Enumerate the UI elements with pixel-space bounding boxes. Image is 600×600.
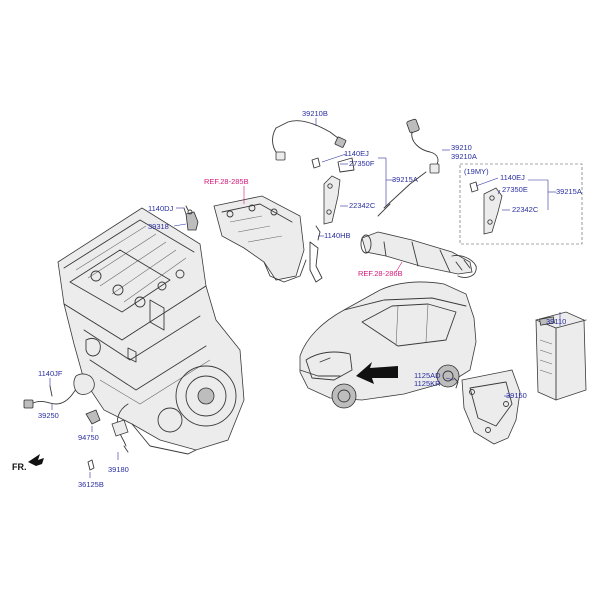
part-1140hb-label[interactable]: 1140HB (324, 231, 351, 240)
catalytic-converter (360, 231, 477, 278)
vehicle-illustration (299, 281, 477, 409)
front-arrow-icon (28, 454, 44, 466)
part-27350e-label[interactable]: 27350E (502, 185, 528, 194)
part-39318-label[interactable]: 39318 (148, 222, 169, 231)
ref-28-286b-label[interactable]: REF.28-286B (358, 269, 403, 278)
exhaust-manifold (213, 195, 323, 283)
knock-sensor (23, 373, 95, 409)
part-94750-label[interactable]: 94750 (78, 433, 99, 442)
part-1140ej-label[interactable]: 1140EJ (344, 149, 369, 158)
rear-oxygen-sensor (377, 118, 440, 217)
part-39180-label[interactable]: 39180 (108, 465, 129, 474)
part-1140ej-19my-label[interactable]: 1140EJ (500, 173, 525, 182)
ref-28-285b-label[interactable]: REF.28-285B (204, 177, 249, 186)
oil-pressure-switch (85, 409, 101, 425)
part-39110-label[interactable]: 39110 (546, 317, 566, 326)
crankshaft-position-sensor (111, 403, 129, 453)
front-oxygen-sensor (272, 120, 347, 161)
part-22342c-19my-label[interactable]: 22342C (512, 205, 539, 214)
engine-block (57, 207, 245, 455)
ecu-bracket (453, 369, 521, 445)
part-22342c-label[interactable]: 22342C (349, 201, 376, 210)
part-39150-label[interactable]: 39150 (506, 391, 527, 400)
camshaft-position-sensor (183, 205, 199, 231)
part-36125b-label[interactable]: 36125B (78, 480, 104, 489)
part-39210-label[interactable]: 39210 (451, 143, 472, 152)
part-27350f-label[interactable]: 27350F (349, 159, 375, 168)
part-39210b-label[interactable]: 39210B (302, 109, 328, 118)
part-39215a-19my-label[interactable]: 39215A (556, 187, 582, 196)
bolt-36125b (87, 459, 95, 471)
part-1140jf-label[interactable]: 1140JF (38, 369, 63, 378)
model-year-19my-box (459, 163, 583, 245)
sensor-bracket-b (469, 181, 503, 235)
part-39215a-label[interactable]: 39215A (392, 175, 418, 184)
part-39210a-label[interactable]: 39210A (451, 152, 477, 161)
sensor-bracket-a (311, 157, 355, 241)
front-direction-label: FR. (12, 462, 27, 472)
location-arrow-icon (356, 362, 398, 384)
part-1140dj-label[interactable]: 1140DJ (148, 204, 174, 213)
part-1125ad-label[interactable]: 1125AD (414, 371, 441, 380)
engine-control-unit (535, 311, 587, 401)
part-39250-label[interactable]: 39250 (38, 411, 59, 420)
model-year-19my-label: (19MY) (464, 167, 489, 176)
part-1125kr-label[interactable]: 1125KR (414, 379, 441, 388)
